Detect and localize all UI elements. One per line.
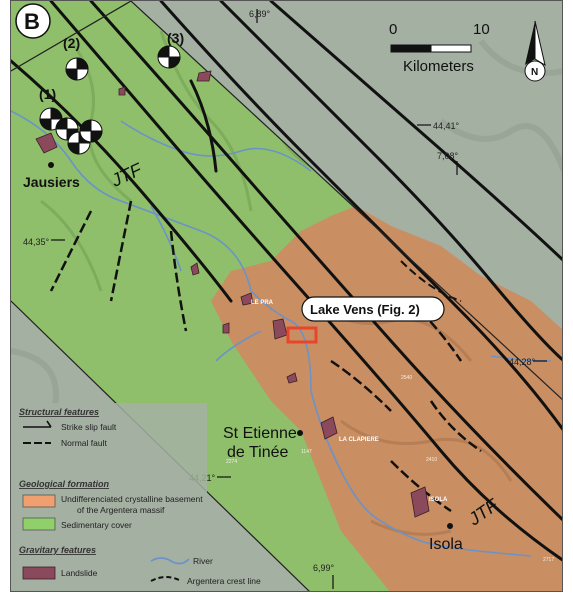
- landslide-le-pra: [240, 292, 254, 306]
- jausiers-label: Jausiers: [23, 174, 80, 190]
- elevation-1147: 1147: [301, 449, 312, 455]
- focal-label-1: (1): [39, 86, 56, 102]
- landslide-small: [118, 86, 126, 96]
- landslide-la-clapiere: [320, 416, 338, 440]
- map-panel: (2) (3) (1) Jausiers JTF JTF LE PRA LA C…: [10, 0, 563, 592]
- elevation-2540: 2540: [401, 375, 412, 381]
- strike-slip-symbol-icon: [23, 420, 52, 428]
- focal-label-2: (2): [63, 35, 80, 51]
- st-etienne-line1: St Etienne: [223, 425, 297, 442]
- coord-lat-44-35: 44,35°: [23, 237, 50, 247]
- north-arrow-icon: [524, 20, 546, 82]
- coordinate-ticks: [51, 9, 547, 589]
- legend-crest: Argentera crest line: [187, 576, 261, 586]
- scale-start-label: 0: [389, 21, 397, 38]
- st-etienne-line2: de Tinée: [227, 444, 288, 461]
- strike-slip-faults: [11, 1, 562, 562]
- elevation-2274: 2274: [226, 459, 237, 465]
- lake-vens-label: Lake Vens (Fig. 2): [310, 302, 420, 317]
- scale-bar-dark-segment: [390, 44, 432, 53]
- st-etienne-town-marker: [297, 430, 303, 436]
- scale-unit-label: Kilometers: [403, 58, 474, 75]
- la-clapiere-label: LA CLAPIERE: [339, 437, 379, 443]
- crest-line-symbol-icon: [150, 576, 182, 582]
- legend-structural-heading: Structural features: [19, 407, 99, 417]
- river-symbol-icon: [150, 557, 190, 565]
- coord-lon-7-08: 7,08°: [437, 151, 459, 161]
- isola-town-label: Isola: [429, 536, 463, 553]
- legend-gravitary-heading: Gravitary features: [19, 545, 96, 555]
- crest-line: [400, 260, 462, 302]
- map-canvas: (2) (3) (1) Jausiers JTF JTF LE PRA LA C…: [11, 1, 562, 591]
- landslide-south: [286, 372, 298, 384]
- landslide-isola: [410, 486, 430, 518]
- lake-vens-callout: [301, 296, 445, 322]
- legend-basement-line1: Undifferenciated crystalline basement: [61, 494, 203, 504]
- landslide-swatch: [22, 566, 56, 580]
- elevation-labels: 1147 2274 2717 2410 2540: [226, 375, 554, 563]
- crystalline-basement-area: [211, 206, 562, 591]
- legend-basement-line2: of the Argentera massif: [77, 505, 165, 515]
- isola-town-marker: [447, 523, 453, 529]
- scale-end-label: 10: [473, 21, 490, 38]
- landslide-jausiers: [35, 132, 58, 154]
- coord-lat-44-28: 44,28°: [509, 357, 536, 367]
- elevation-2717: 2717: [543, 557, 554, 563]
- focal-mechanisms: [39, 45, 181, 155]
- coord-lat-44-41: 44,41°: [433, 121, 460, 131]
- jausiers-town-marker: [48, 162, 54, 168]
- legend-strike-slip: Strike slip fault: [61, 422, 117, 432]
- coord-bottom-lon: 6,99°: [313, 563, 335, 573]
- legend-landslide: Landslide: [61, 568, 98, 578]
- legend-normal-fault: Normal fault: [61, 438, 107, 448]
- panel-label: B: [24, 9, 40, 34]
- legend-sedimentary: Sedimentary cover: [61, 520, 132, 530]
- focal-label-3: (3): [167, 30, 184, 46]
- panel-label-badge: [15, 3, 51, 39]
- landslide-west: [222, 322, 230, 334]
- coord-top-lon: 6,89°: [249, 9, 271, 19]
- sedimentary-swatch: [22, 517, 56, 531]
- landslide-center: [190, 262, 200, 276]
- landslide-north: [196, 70, 212, 82]
- elevation-2410: 2410: [426, 457, 437, 463]
- le-pra-label: LE PRA: [251, 300, 274, 306]
- lake-vens-box: [286, 326, 318, 344]
- isola-landslide-label: ISOLA: [429, 497, 448, 503]
- basement-swatch: [22, 494, 56, 508]
- legend-river: River: [193, 556, 213, 566]
- landslides: [35, 70, 430, 518]
- north-arrow-label: N: [531, 67, 538, 78]
- legend-geological-heading: Geological formation: [19, 479, 110, 489]
- scale-bar-light-segment: [430, 44, 472, 53]
